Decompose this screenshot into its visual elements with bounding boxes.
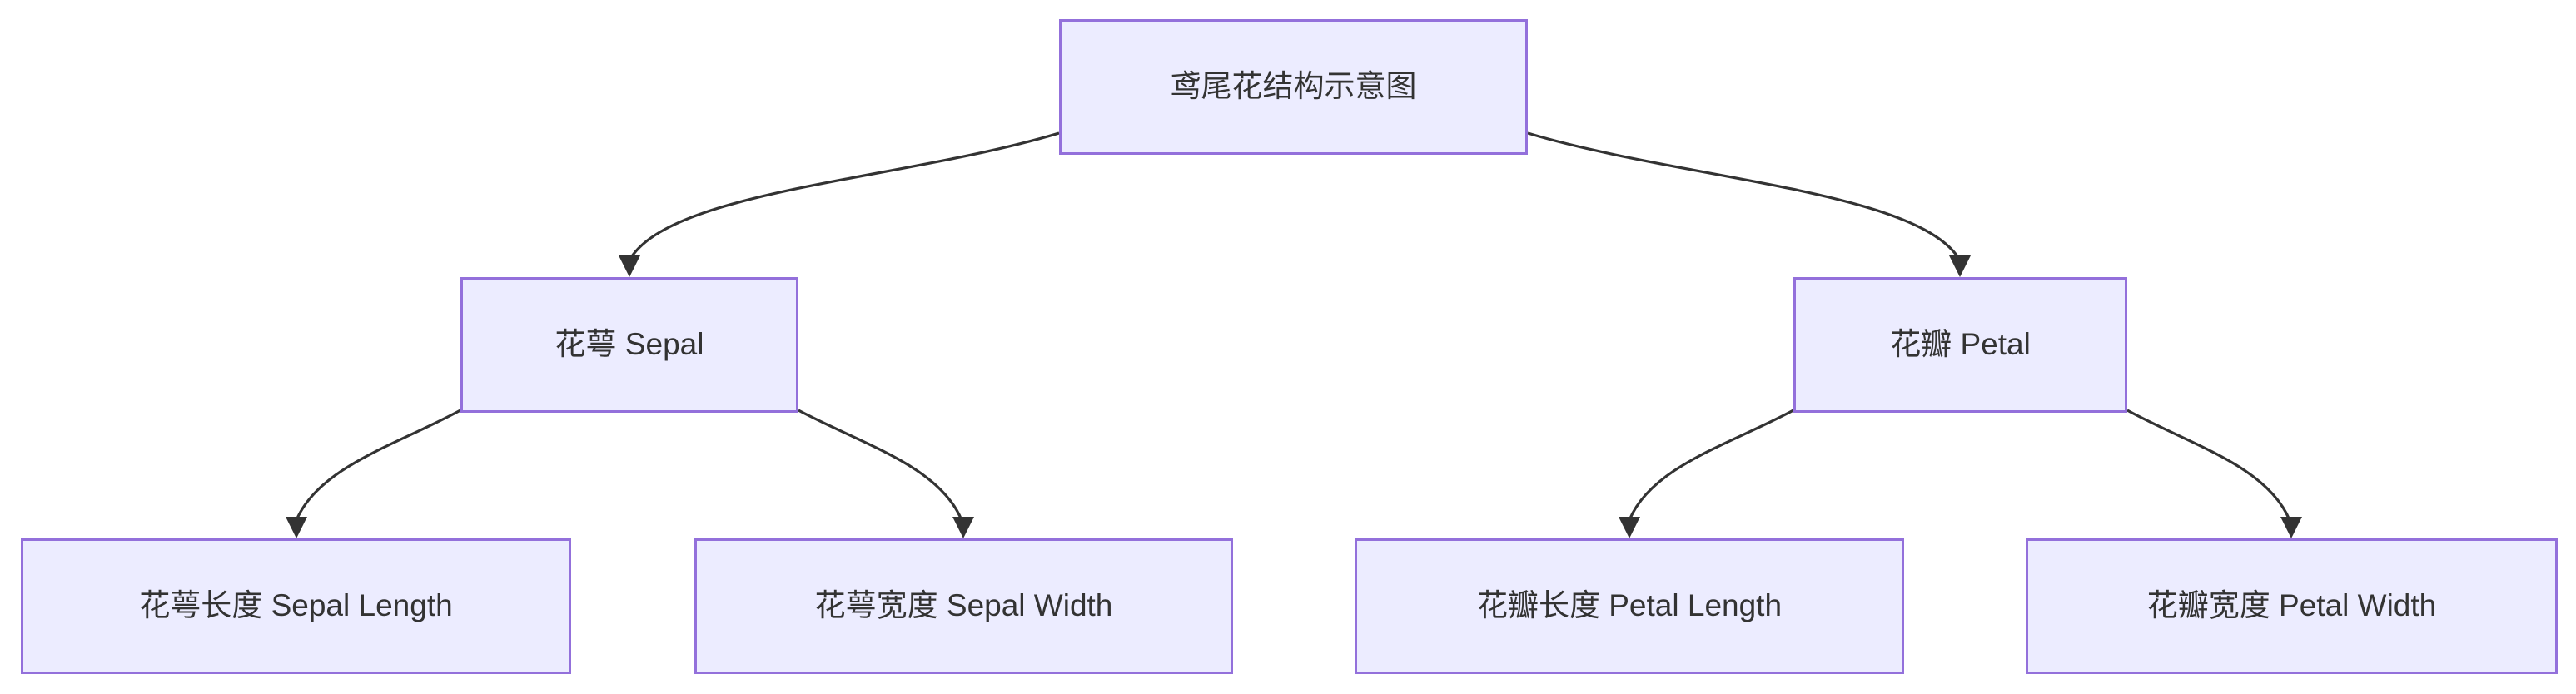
node-label-petal-length: 花瓣长度 Petal Length [1476,588,1783,623]
edge-sepal-sepal-width [798,409,963,521]
arrowhead-sepal [619,255,640,277]
node-petal: 花瓣 Petal [1793,277,2127,413]
node-sepal: 花萼 Sepal [460,277,798,413]
arrowhead-sepal-width [952,517,974,538]
node-iris-structure-root: 鸢尾花结构示意图 [1059,19,1528,155]
node-label-sepal-width: 花萼宽度 Sepal Width [814,588,1113,623]
node-petal-width: 花瓣宽度 Petal Width [2026,538,2558,674]
node-petal-length: 花瓣长度 Petal Length [1355,538,1904,674]
node-label-petal-width: 花瓣宽度 Petal Width [2146,588,2437,623]
arrowhead-petal-width [2280,517,2302,538]
node-label-petal: 花瓣 Petal [1890,327,2031,362]
arrowhead-petal-length [1619,517,1640,538]
edge-root-petal [1527,131,1961,260]
edge-petal-petal-width [2126,409,2291,521]
arrowhead-sepal-length [286,517,307,538]
edge-root-sepal [629,131,1060,260]
edge-sepal-sepal-length [295,409,461,521]
node-label-root: 鸢尾花结构示意图 [1170,69,1417,104]
node-label-sepal-length: 花萼长度 Sepal Length [139,588,453,623]
node-sepal-length: 花萼长度 Sepal Length [21,538,571,674]
edge-petal-petal-length [1628,409,1794,521]
node-sepal-width: 花萼宽度 Sepal Width [694,538,1233,674]
node-label-sepal: 花萼 Sepal [554,327,704,362]
arrowhead-petal [1949,255,1971,277]
